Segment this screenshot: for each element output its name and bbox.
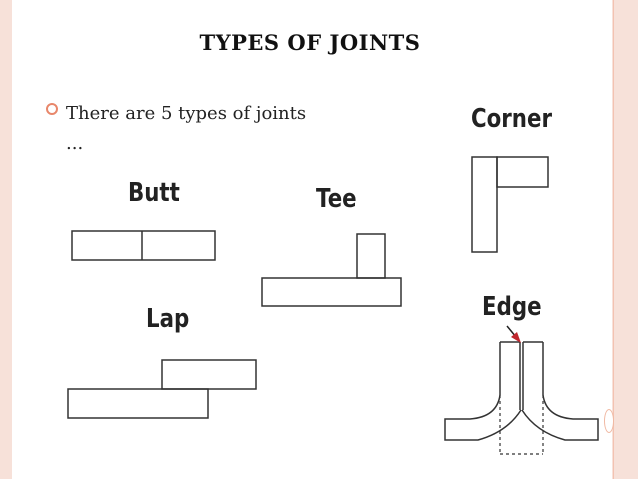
right-border (612, 0, 638, 479)
label-edge: Edge (482, 292, 542, 322)
butt-joint-diagram (71, 230, 216, 261)
right-border-line (613, 0, 614, 479)
decorative-circle (604, 409, 614, 433)
bullet-item: There are 5 types of joints ... (46, 99, 316, 159)
label-lap: Lap (146, 304, 190, 334)
label-butt: Butt (128, 178, 180, 208)
label-corner: Corner (471, 104, 552, 134)
edge-joint-diagram (444, 341, 599, 455)
corner-joint-diagram (471, 156, 549, 253)
edge-arrow-icon (506, 325, 521, 343)
bullet-circle-icon (46, 103, 58, 115)
slide-title: TYPES OF JOINTS (199, 30, 421, 55)
tee-joint-diagram (261, 233, 402, 307)
lap-joint-diagram (67, 359, 257, 419)
left-border (0, 0, 12, 479)
label-tee: Tee (316, 184, 357, 214)
bullet-text: There are 5 types of joints ... (66, 103, 307, 154)
